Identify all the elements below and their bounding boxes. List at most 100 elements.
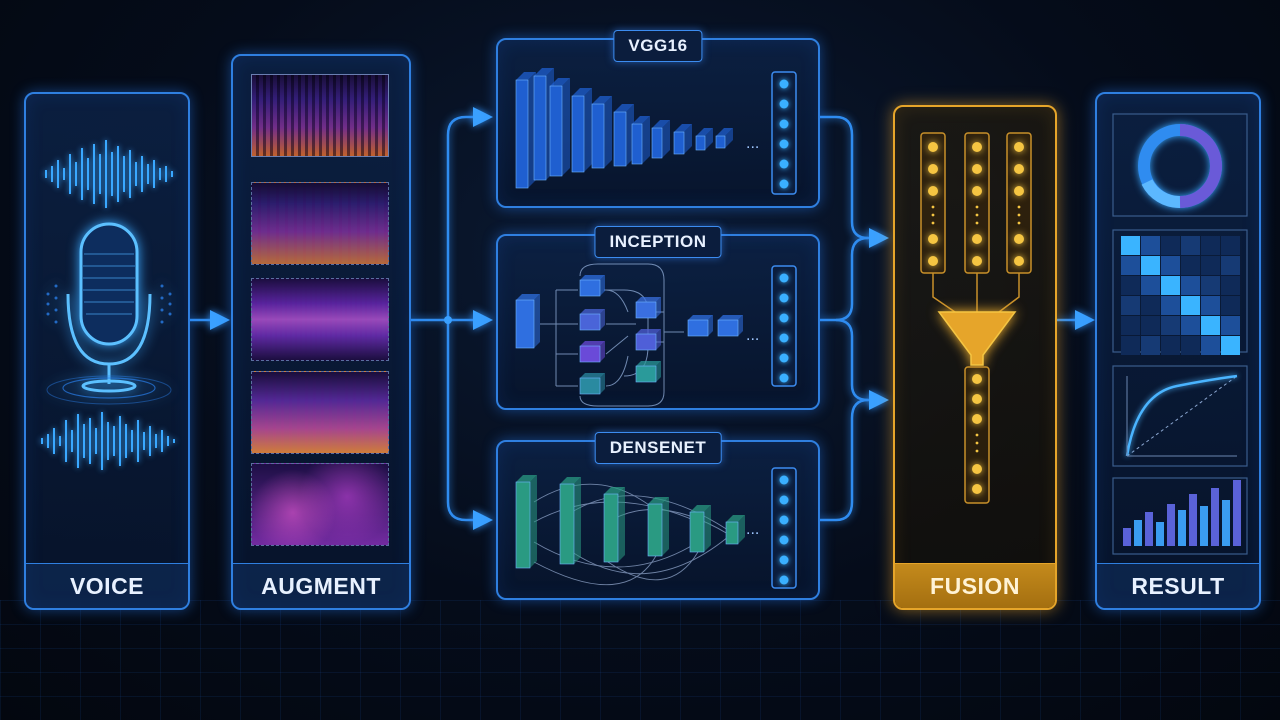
output-node <box>779 119 789 129</box>
bar-chart <box>1123 480 1241 546</box>
matrix-cell <box>1181 336 1200 355</box>
vgg-layer-block <box>715 128 733 149</box>
densenet-block <box>689 505 711 553</box>
bar <box>1233 480 1241 546</box>
matrix-cell <box>1221 256 1240 275</box>
densenet-panel: DENSENET ... <box>496 432 820 600</box>
inception-module: ... <box>515 263 797 407</box>
matrix-cell <box>1121 236 1140 255</box>
densenet-ellipsis: ... <box>746 521 759 538</box>
roc-curve <box>1125 374 1238 457</box>
fusion-node <box>928 186 938 196</box>
fusion-node <box>1014 234 1024 244</box>
bar <box>1178 510 1186 546</box>
vgg-layer-block <box>673 124 692 155</box>
output-node <box>779 373 789 383</box>
fusion-node <box>972 484 982 494</box>
augment-panel: AUGMENT <box>231 54 411 610</box>
matrix-cell <box>1161 296 1180 315</box>
output-node <box>779 273 789 283</box>
vgg-layer-block <box>571 88 592 173</box>
matrix-cell <box>1161 236 1180 255</box>
inception-branch-block <box>579 309 605 331</box>
matrix-cell <box>1161 276 1180 295</box>
bar <box>1189 494 1197 546</box>
arrow-densenet-out <box>820 398 869 522</box>
matrix-cell <box>1141 316 1160 335</box>
arrow-inception-out2 <box>835 318 889 410</box>
inception-stem-block <box>515 294 540 349</box>
densenet-block <box>515 475 537 569</box>
waveform-icon <box>41 412 175 470</box>
matrix-cell <box>1161 256 1180 275</box>
vgg-layer-block <box>549 78 570 177</box>
arrow-to-densenet <box>446 320 493 530</box>
matrix-cell <box>1201 236 1220 255</box>
confusion-matrix <box>1121 236 1240 355</box>
inception-branch-block <box>635 329 661 351</box>
result-panel: RESULT <box>1095 92 1261 610</box>
bar <box>1167 504 1175 546</box>
spectrogram <box>251 371 389 454</box>
voice-panel: VOICE <box>24 92 190 610</box>
matrix-cell <box>1221 276 1240 295</box>
matrix-cell <box>1181 296 1200 315</box>
inception-branch-block <box>717 315 743 337</box>
fusion-node <box>1014 256 1024 266</box>
matrix-cell <box>1201 276 1220 295</box>
vgg16-layers: ... <box>515 68 797 195</box>
vgg16-title: VGG16 <box>613 30 703 62</box>
waveform-icon <box>45 140 173 208</box>
fusion-node <box>972 374 982 384</box>
output-node <box>779 555 789 565</box>
bar <box>1134 520 1142 546</box>
densenet-blocks: ... <box>515 467 797 589</box>
densenet-block <box>603 487 625 563</box>
matrix-cell <box>1121 296 1140 315</box>
densenet-block <box>647 497 669 557</box>
matrix-cell <box>1181 276 1200 295</box>
matrix-cell <box>1121 256 1140 275</box>
microphone-icon <box>46 222 172 405</box>
matrix-cell <box>1221 236 1240 255</box>
inception-branch-block <box>635 297 661 319</box>
output-node <box>779 139 789 149</box>
output-node <box>779 575 789 585</box>
matrix-cell <box>1181 316 1200 335</box>
fusion-node <box>972 464 982 474</box>
bar <box>1222 500 1230 546</box>
vgg16-panel: VGG16 ... <box>496 30 820 208</box>
matrix-cell <box>1221 336 1240 355</box>
output-node <box>779 293 789 303</box>
fusion-node <box>928 234 938 244</box>
spectrogram <box>251 182 389 265</box>
arrow-to-vgg <box>446 107 493 320</box>
matrix-cell <box>1161 316 1180 335</box>
output-node <box>779 333 789 343</box>
bar <box>1145 512 1153 546</box>
matrix-cell <box>1121 276 1140 295</box>
output-node <box>779 313 789 323</box>
matrix-cell <box>1201 336 1220 355</box>
fusion-node <box>972 142 982 152</box>
fusion-panel: FUSION <box>893 105 1057 610</box>
vgg-layer-block <box>631 116 650 165</box>
inception-ellipsis: ... <box>746 327 759 344</box>
matrix-cell <box>1141 236 1160 255</box>
inception-branch-block <box>635 361 661 383</box>
output-node <box>779 99 789 109</box>
stage-label-augment: AUGMENT <box>233 563 409 608</box>
output-node <box>779 475 789 485</box>
vgg-layer-block <box>613 104 634 167</box>
fusion-node <box>928 164 938 174</box>
vgg-layer-block <box>515 72 536 189</box>
matrix-cell <box>1221 296 1240 315</box>
matrix-cell <box>1141 256 1160 275</box>
matrix-cell <box>1181 236 1200 255</box>
output-node <box>779 515 789 525</box>
arrow-inception-out <box>820 236 869 322</box>
output-node <box>779 353 789 363</box>
matrix-cell <box>1141 336 1160 355</box>
stage-label-fusion: FUSION <box>895 563 1055 608</box>
